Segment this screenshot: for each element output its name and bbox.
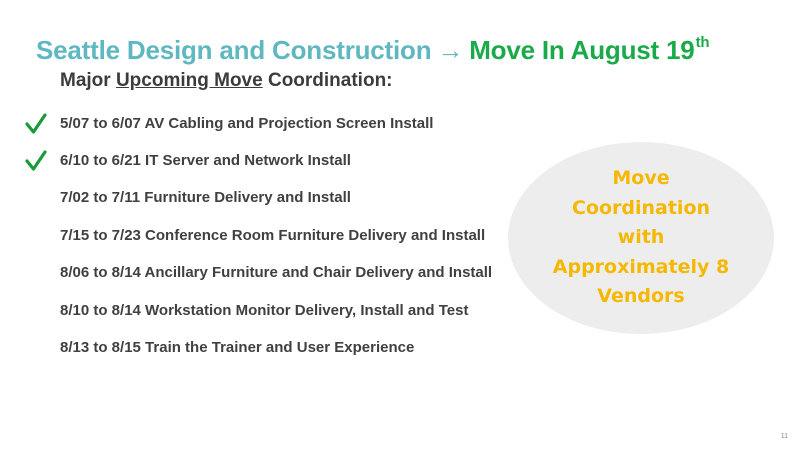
check-icon [25, 150, 47, 171]
right-arrow-icon: → [437, 35, 464, 65]
list-item: 7/15 to 7/23 Conference Room Furniture D… [60, 227, 486, 244]
subtitle-underlined: Upcoming Move [115, 70, 263, 91]
callout-text: Move Coordination with Approximately 8 V… [552, 167, 730, 308]
callout-oval: Move Coordination with Approximately 8 V… [508, 142, 774, 334]
list-item: 8/06 to 8/14 Ancillary Furniture and Cha… [60, 264, 493, 281]
title-location: Seattle Design and Construction [36, 35, 432, 65]
list-item: 7/02 to 7/11 Furniture Delivery and Inst… [60, 189, 351, 206]
slide-subtitle: Major Upcoming Move Coordination: [60, 70, 393, 92]
page-number: 11 [780, 433, 788, 440]
list-item: 8/10 to 8/14 Workstation Monitor Deliver… [60, 302, 469, 319]
subtitle-prefix: Major [60, 70, 116, 91]
check-icon [25, 113, 47, 134]
list-item: 6/10 to 6/21 IT Server and Network Insta… [60, 152, 351, 169]
list-item: 8/13 to 8/15 Train the Trainer and User … [60, 339, 415, 356]
slide-title: Seattle Design and Construction→Move In … [36, 34, 710, 66]
subtitle-suffix: Coordination: [262, 70, 393, 91]
title-move-date: Move In August 19 [469, 35, 695, 65]
list-item: 5/07 to 6/07 AV Cabling and Projection S… [60, 115, 434, 132]
title-date-suffix: th [695, 34, 710, 51]
